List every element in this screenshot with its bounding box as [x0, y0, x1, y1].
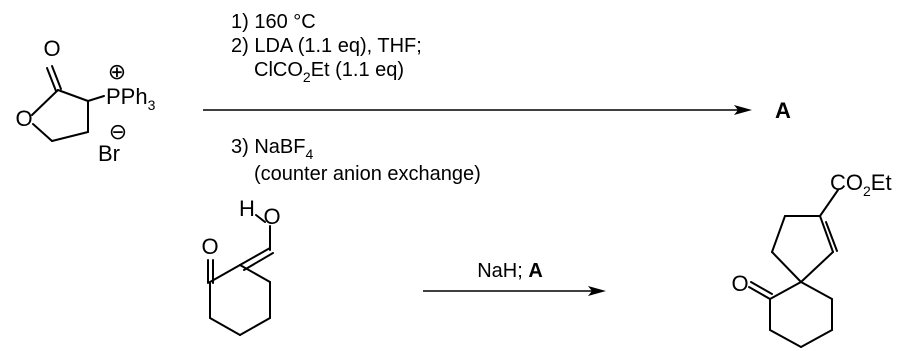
reagent-a-text: A: [528, 260, 542, 282]
condition-step-3-note: (counter anion exchange): [254, 163, 481, 185]
sodium-hydride-text: NaH;: [477, 260, 528, 282]
condition-step-3: 3) NaBF4: [231, 136, 313, 162]
phosphonium-lactone-salt: O O ⊕ PPh3 ⊖ Br: [15, 36, 155, 166]
phosphonium-text: PPh: [106, 84, 148, 109]
spiro-enone-ester-product: O CO2Et: [731, 170, 892, 348]
ester-subscript: 2: [863, 183, 871, 199]
reaction2-arrow: [423, 286, 606, 296]
hydroxyl-oxygen-label: O: [263, 204, 280, 229]
ethyl-ester-label: CO2Et: [830, 170, 892, 199]
tetrafluoroborate-subscript: 4: [305, 146, 313, 162]
ring-oxygen-label: O: [15, 106, 32, 131]
chloroformate-text-a: ClCO: [254, 59, 303, 81]
bromide-charge-icon: ⊖: [109, 119, 127, 144]
phosphonium-charge-icon: ⊕: [108, 59, 126, 84]
phosphonium-subscript: 3: [148, 97, 156, 113]
product-ketone-oxygen-label: O: [731, 271, 748, 296]
ketone-oxygen-label: O: [201, 234, 218, 259]
hydroxyl-hydrogen-label: H: [239, 196, 255, 221]
triphenylphosphonium-label: PPh3: [106, 84, 156, 113]
condition-step-2: 2) LDA (1.1 eq), THF;: [231, 35, 422, 57]
reaction1-arrow: [203, 105, 752, 115]
hydroxymethylene-cyclohexanone: O H O: [201, 196, 281, 336]
reaction2-conditions: NaH; A: [477, 260, 543, 282]
condition-step-2-reagent: ClCO2Et (1.1 eq): [254, 59, 404, 85]
chloroformate-subscript: 2: [303, 69, 311, 85]
chloroformate-text-b: Et (1.1 eq): [311, 59, 404, 81]
sodium-tetrafluoroborate-text: 3) NaBF: [231, 136, 305, 158]
reaction1-conditions-below: 3) NaBF4 (counter anion exchange): [231, 136, 481, 185]
bromide-label: Br: [98, 141, 120, 166]
ester-text-b: Et: [871, 170, 892, 195]
carbonyl-oxygen-label: O: [43, 36, 60, 61]
ester-text-a: CO: [830, 170, 863, 195]
condition-step-1: 1) 160 °C: [231, 11, 316, 33]
product-a-label: A: [775, 98, 791, 123]
reaction1-conditions-above: 1) 160 °C 2) LDA (1.1 eq), THF; ClCO2Et …: [231, 11, 422, 85]
